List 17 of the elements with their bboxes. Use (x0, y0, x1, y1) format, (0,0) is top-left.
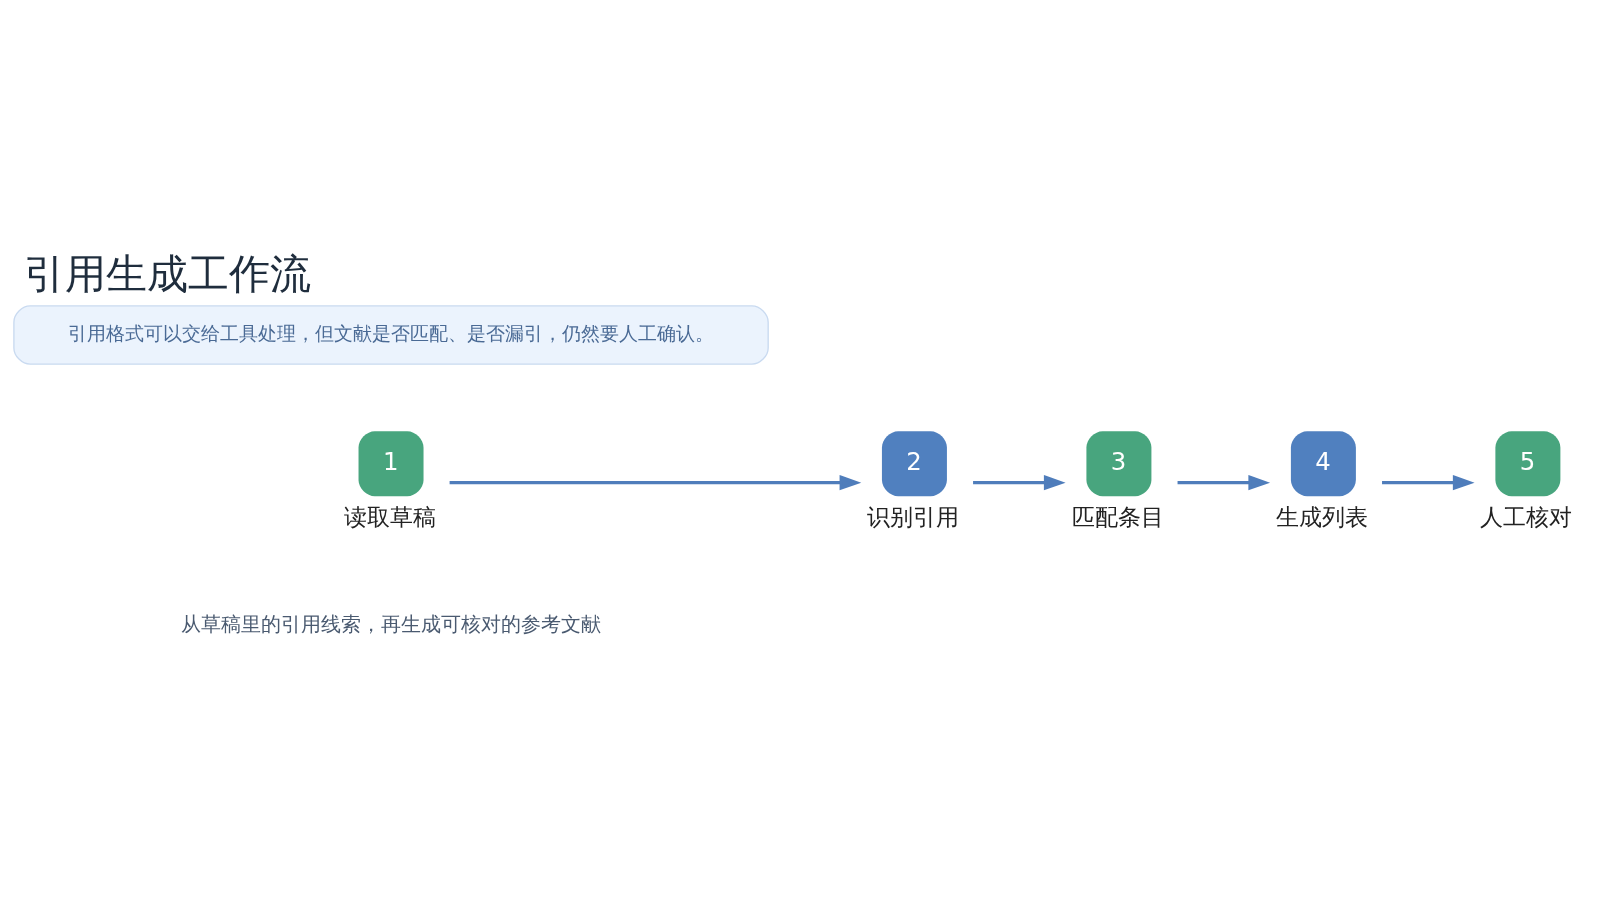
diagram-title: 引用生成工作流 (24, 249, 312, 298)
arrow (973, 474, 1066, 490)
node-label: 读取草稿 (343, 503, 436, 530)
node-label: 生成列表 (1276, 503, 1368, 530)
node-label: 识别引用 (867, 503, 960, 530)
node-box: 3 (1086, 430, 1152, 496)
node-box: 引用格式可以交给工具处理，但文献是否匹配、是否漏引，仍然要人工确认。 (13, 304, 769, 365)
arrow (1382, 474, 1475, 490)
node-label: 匹配条目 (1071, 503, 1164, 530)
label: 从草稿里的引用线索，再生成可核对的参考文献 (181, 611, 602, 636)
node-box: 2 (881, 430, 947, 496)
node-label: 人工核对 (1480, 503, 1573, 530)
node-box: 1 (358, 430, 424, 496)
node-box: 5 (1495, 430, 1561, 496)
node-box: 4 (1290, 430, 1356, 496)
arrow (1177, 474, 1271, 490)
arrow (449, 474, 862, 490)
